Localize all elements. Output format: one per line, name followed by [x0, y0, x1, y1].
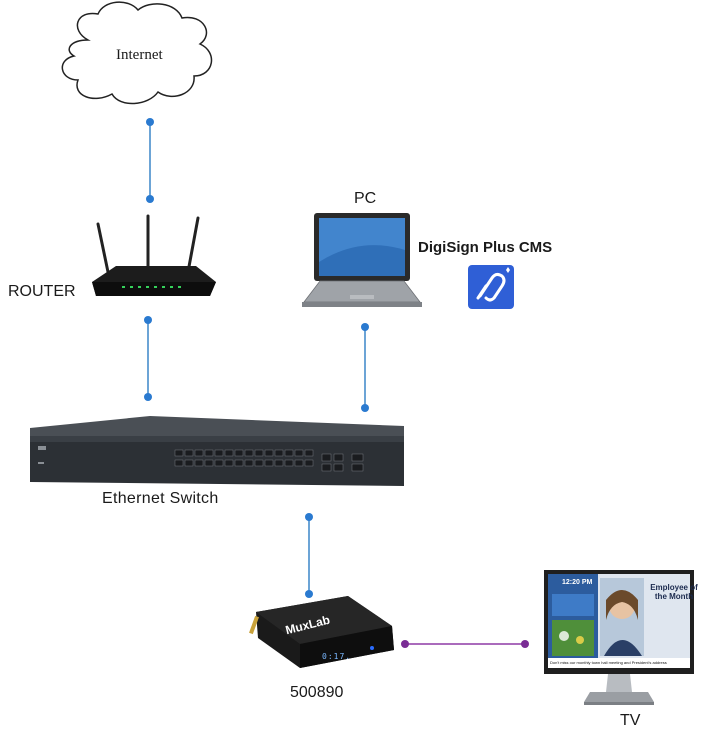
link-dot	[521, 640, 529, 648]
player-label: 500890	[290, 684, 344, 701]
tv-label: TV	[620, 712, 641, 729]
link-dot	[305, 590, 313, 598]
link-dot	[146, 195, 154, 203]
connections	[144, 118, 529, 648]
pc-label: PC	[354, 190, 377, 207]
link-dot	[305, 513, 313, 521]
link-dot	[144, 316, 152, 324]
switch-icon	[30, 416, 404, 486]
link-dot	[361, 404, 369, 412]
internet-label: Internet	[116, 47, 163, 63]
cms-label: DigiSign Plus CMS	[418, 239, 553, 256]
laptop-icon	[302, 213, 422, 307]
tv-screen-ticker: Don't miss our monthly town hall meeting…	[550, 660, 667, 665]
link-dot	[361, 323, 369, 331]
link-dot	[144, 393, 152, 401]
switch-label: Ethernet Switch	[102, 490, 219, 507]
link-dot	[401, 640, 409, 648]
monitor-icon	[544, 570, 694, 705]
media-player-icon	[249, 596, 394, 668]
cloud-icon	[61, 1, 213, 105]
tv-screen-heading: Employee of the Month	[650, 583, 698, 601]
router-icon	[92, 214, 216, 296]
tv-screen-time: 12:20 PM	[562, 579, 593, 586]
link-dot	[146, 118, 154, 126]
router-label: ROUTER	[8, 283, 76, 300]
player-display: 0:17.	[322, 652, 352, 661]
cms-logo-icon	[468, 265, 514, 309]
